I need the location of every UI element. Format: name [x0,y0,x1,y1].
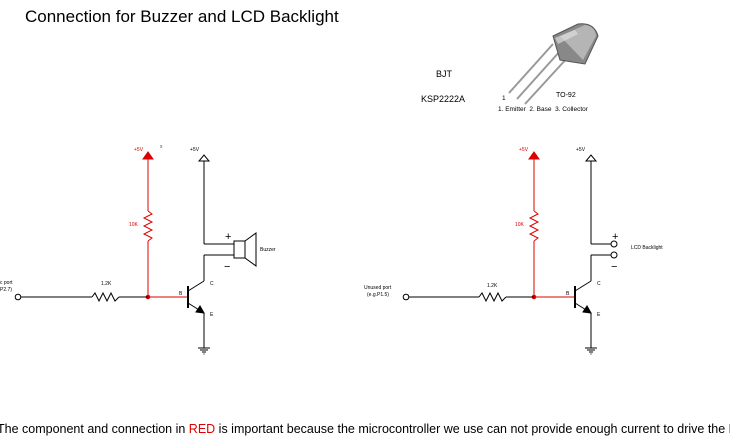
backlight-minus: − [611,261,617,273]
backlight-circuit: +5V 10K [364,147,663,355]
pullup-resistor-right [528,210,540,242]
left-port-terminal [14,293,22,301]
right-pullup-resistor-label: 10K [515,222,525,228]
right-port-terminal [402,293,410,301]
right-base-resistor [478,291,507,303]
right-port-label-line1: Unused port [364,285,392,291]
red-supply-arrow [142,151,154,160]
buzzer-plus: + [225,231,231,243]
right-pin-c: C [597,281,601,287]
buzzer-body [233,240,246,259]
left-pin-b: B [179,291,183,297]
left-port-label-line1: c port [0,280,13,286]
backlight-minus-terminal [610,251,618,259]
bjt-info: BJT KSP2222A 1 TO-92 1. Emitter 2. Base … [421,23,599,113]
left-red-supply-label: +5V [134,147,144,153]
footnote: The component and connection in RED is i… [0,422,730,436]
left-emitter-arrow [195,305,205,314]
buzzer-icon [244,232,257,267]
page-title: Connection for Buzzer and LCD Backlight [25,7,339,26]
buzzer-label: Buzzer [260,247,276,253]
pullup-branch-red-right [528,151,575,300]
left-black-supply-label: +5V [190,147,200,153]
bjt-pin-one: 1 [502,95,506,102]
right-pin-e: E [597,312,601,318]
buzzer-circuit: +5V x 10K [0,144,276,355]
bjt-pinout: 1. Emitter 2. Base 3. Collector [498,106,589,113]
left-pullup-resistor-label: 10K [129,222,139,228]
black-supply-arrow-right [584,154,598,162]
backlight-plus: + [612,231,618,243]
right-black-supply-label: +5V [576,147,586,153]
right-red-supply-label: +5V [519,147,529,153]
right-emitter-arrow [582,305,592,314]
footnote-before: The component and connection in [0,422,189,436]
black-supply-arrow [197,154,211,162]
pullup-branch-red [142,151,188,300]
left-base-resistor-label: 1.2K [101,281,112,287]
buzzer-minus: − [224,261,230,273]
right-port-label-line2: (e.g.P1.5) [367,292,389,298]
right-base-resistor-label: 1.2K [487,283,498,289]
footnote-highlight: RED [188,422,216,436]
to92-transistor-image [508,23,599,105]
left-supply-marker: x [160,144,163,150]
backlight-plus-terminal [610,240,618,248]
left-pin-e: E [210,312,214,318]
left-pin-c: C [210,281,214,287]
bjt-label: BJT [436,69,453,79]
left-base-resistor [91,291,120,303]
footnote-after: is important because the microcontroller… [215,422,730,436]
left-ground-icon [198,347,210,355]
backlight-label: LCD Backlight [631,245,663,251]
right-pin-b: B [566,291,570,297]
left-port-label-line2: P2.7) [0,287,12,293]
right-ground-icon [585,347,597,355]
red-supply-arrow-right [528,151,540,160]
pullup-resistor [142,210,154,242]
bjt-package: TO-92 [556,92,576,99]
bjt-part-number: KSP2222A [421,94,465,104]
